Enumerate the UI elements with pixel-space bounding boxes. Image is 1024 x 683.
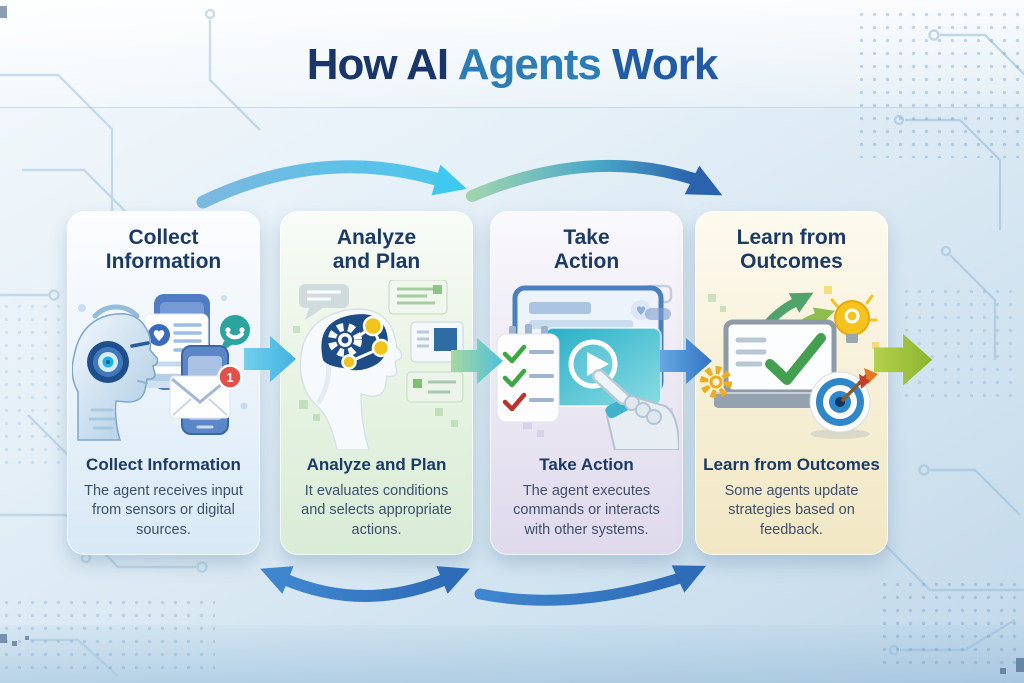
dot-grid-pattern — [0, 300, 62, 470]
card-take-action: Take Action — [490, 211, 683, 555]
checkmark-icon — [764, 333, 826, 385]
lightbulb-icon — [830, 294, 877, 343]
document-icon — [388, 279, 447, 315]
dot-grid-pattern — [900, 285, 1020, 405]
corner-accent — [1000, 668, 1006, 674]
card-label: Learn from Outcomes — [703, 455, 880, 474]
phone-bubble-icon — [218, 315, 250, 353]
top-arrow-2 — [466, 159, 723, 202]
network-nodes-icon — [340, 315, 390, 370]
card-label: Collect Information — [86, 455, 241, 474]
dot-grid-pattern — [0, 596, 215, 671]
card-heading: Collect Information — [105, 226, 222, 273]
card-heading: Analyze and Plan — [332, 226, 421, 273]
dot-grid-pattern — [878, 578, 1024, 673]
learn-from-outcomes-illustration — [699, 286, 879, 439]
bottom-arrow-1 — [260, 566, 470, 602]
monitor-icon — [410, 321, 463, 363]
video-panel — [543, 327, 662, 407]
gear-icon — [327, 323, 362, 357]
take-action-illustration — [496, 284, 680, 451]
corner-accent — [0, 6, 7, 18]
card-heading: Take Action — [553, 226, 620, 273]
checklist-card-icon — [406, 371, 463, 403]
robot-head-icon — [70, 313, 158, 441]
card-label: Take Action — [539, 455, 634, 474]
card-learn-from-outcomes: Learn from Outcomes — [695, 211, 888, 555]
page-title: How AI Agents Work — [0, 40, 1024, 90]
envelope-icon — [169, 375, 230, 419]
card-description: The agent receives input from sensors or… — [84, 483, 243, 538]
title-part-3: Work — [600, 40, 718, 89]
speech-bubble-icon — [298, 284, 349, 320]
top-arrow-1 — [196, 160, 467, 209]
svg-text:1: 1 — [226, 370, 233, 385]
title-part-1: How AI — [306, 40, 449, 89]
corner-accent — [1016, 658, 1024, 672]
card-collect-information: Collect Information — [67, 211, 260, 555]
corner-accent — [12, 641, 17, 646]
card-description: Some agents update strategies based on f… — [724, 483, 859, 538]
dot-grid-pattern — [855, 8, 1020, 158]
pixel-mosaic — [292, 326, 458, 427]
title-band — [0, 0, 1024, 108]
target-dart-icon — [809, 368, 878, 439]
robot-hand-icon — [591, 369, 680, 451]
card-analyze-and-plan: Analyze and Plan — [280, 211, 473, 555]
bottom-arrow-2 — [474, 565, 707, 606]
collect-information-illustration: 1 — [70, 294, 250, 441]
bottom-band — [0, 625, 1024, 683]
card-heading: Learn from Outcomes — [736, 226, 847, 273]
card-description: The agent executes commands or interacts… — [513, 483, 660, 538]
title-part-2: Agents — [448, 40, 602, 89]
gear-icon — [699, 366, 732, 398]
corner-accent — [25, 636, 29, 640]
checklist-icon — [496, 324, 559, 423]
card-description: It evaluates conditions and selects appr… — [301, 483, 452, 538]
notification-badge: 1 — [216, 364, 243, 390]
analyze-and-plan-illustration — [292, 279, 463, 451]
toolbar-chip — [644, 308, 671, 320]
corner-accent — [0, 634, 7, 643]
card-label: Analyze and Plan — [306, 455, 447, 474]
